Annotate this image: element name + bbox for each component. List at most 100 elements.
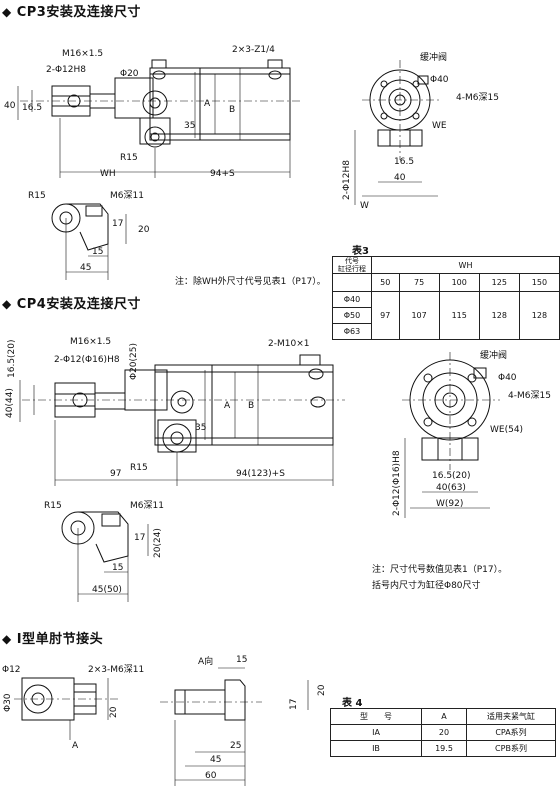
cp4-m16-label: M16×1.5	[70, 337, 111, 347]
cp3-lever-detail	[51, 203, 127, 280]
cp3-phi20-label: Φ20	[120, 69, 139, 79]
cp3-m16-label: M16×1.5	[62, 49, 103, 59]
table3-code-label: 代号	[345, 257, 359, 265]
cp4-lever-20-label: 20(24)	[153, 528, 163, 558]
cp4-lever-r15-label: R15	[44, 501, 62, 511]
cp3-lever-17-label: 17	[112, 219, 123, 229]
cp3-side-view	[354, 60, 440, 205]
diamond-bullet-icon: ◆	[2, 5, 12, 19]
cp4-side-165-label: 16.5(20)	[432, 471, 471, 481]
cp3-d35-label: 35	[184, 121, 195, 131]
cp4-buffer-valve-label: 缓冲阀	[480, 349, 507, 361]
cp3-d40-label: 40	[4, 101, 16, 111]
diamond-bullet-icon: ◆	[2, 632, 12, 646]
cp4-cylinder-body	[154, 364, 334, 446]
cp4-section-title: ◆CP4安装及连接尺寸	[2, 297, 141, 312]
cp4-m10-label: 2-M10×1	[268, 339, 309, 349]
table3-stroke-50: 50	[371, 273, 400, 292]
table3-stroke-150: 150	[518, 273, 560, 292]
cp3-side-40-label: 40	[394, 173, 406, 183]
cp4-front-view	[19, 354, 345, 486]
cp4-lever-15-label: 15	[112, 563, 123, 573]
cp3-r15-label: R15	[120, 153, 138, 163]
cp3-note: 注：除WH外尺寸代号见表1（P17）。	[175, 277, 326, 287]
cp4-note-1: 注：尺寸代号数值见表1（P17）。	[372, 565, 508, 575]
table4: 型 号 A 适用夹紧气缸 IA 20 CPA系列 IB 19.5 CPB系列	[330, 708, 556, 757]
i-phi12-label: Φ12	[2, 665, 21, 675]
table3-stroke-75: 75	[398, 273, 440, 292]
table3-value-50: 97	[371, 291, 400, 340]
i-a-view-label: A向	[198, 655, 213, 667]
cp3-phi40-label: Φ40	[430, 75, 449, 85]
cp3-lever-15-label: 15	[92, 247, 103, 257]
diamond-bullet-icon: ◆	[2, 297, 12, 311]
i-d20-label: 20	[109, 706, 119, 718]
i-type-section-title: ◆I型单肘节接头	[2, 632, 104, 647]
table4-header-model: 型 号	[330, 708, 422, 725]
i-type-joint-drawing	[14, 667, 309, 786]
i-d15-label: 15	[236, 655, 247, 665]
cp4-stroke-label: 94(123)+S	[236, 469, 285, 479]
cp3-cylinder-body	[149, 67, 291, 141]
table4-row1-a: 20	[421, 724, 467, 741]
table3: 代号 缸径行程 WH 50 75 100 125 150 Φ40 97 107 …	[332, 256, 560, 340]
cp3-side-w-label: W	[360, 201, 369, 211]
table3-value-125: 128	[478, 291, 520, 340]
i-d60-label: 60	[205, 771, 217, 781]
i-d20b-label: 20	[317, 684, 327, 696]
cp4-note-2: 括号内尺寸为缸径Φ80尺寸	[372, 581, 481, 591]
cp3-phi12h8-label: 2-Φ12H8	[46, 65, 86, 75]
cp4-lever-17-label: 17	[134, 533, 145, 543]
cp4-we-label: WE(54)	[490, 425, 523, 435]
i-d45-label: 45	[210, 755, 221, 765]
cp3-lever-r15-label: R15	[28, 191, 46, 201]
cp4-phi20-label: Φ20(25)	[129, 343, 139, 380]
cp3-front-view	[17, 59, 300, 178]
cp3-wh-label: WH	[100, 169, 116, 179]
i-d25-label: 25	[230, 741, 241, 751]
cp3-m6-label: 4-M6深15	[456, 92, 499, 103]
cp4-d40-label: 40(44)	[5, 388, 15, 418]
cp3-buffer-valve-label: 缓冲阀	[420, 51, 447, 63]
cp4-lever-detail	[61, 511, 149, 602]
table4-header-cylinder: 适用夹紧气缸	[466, 708, 556, 725]
cp3-lever-20-label: 20	[138, 225, 150, 235]
table4-row2-model: IB	[330, 740, 422, 757]
cp4-side-40-label: 40(63)	[436, 483, 466, 493]
cp4-phi12-label: 2-Φ12(Φ16)H8	[54, 355, 120, 365]
table3-corner-cell: 代号 缸径行程	[332, 256, 372, 274]
table4-row1-cylinder: CPA系列	[466, 724, 556, 741]
table4-row1-model: IA	[330, 724, 422, 741]
table3-bore-40: Φ40	[332, 291, 372, 308]
table3-value-75: 107	[398, 291, 440, 340]
table3-stroke-125: 125	[478, 273, 520, 292]
table4-row2-cylinder: CPB系列	[466, 740, 556, 757]
table4-caption: 表 4	[342, 698, 363, 709]
i-m6-label: 2×3-M6深11	[88, 664, 144, 675]
table4-header-a: A	[421, 708, 467, 725]
cp4-side-h8-label: 2-Φ12(Φ16)H8	[392, 450, 402, 516]
cp3-stroke-label: 94+S	[210, 169, 235, 179]
table3-wh-header: WH	[371, 256, 560, 274]
cp4-phi40-label: Φ40	[498, 373, 517, 383]
cp3-lever-m6-label: M6深11	[110, 190, 144, 201]
cp4-d97-label: 97	[110, 469, 121, 479]
i-d17-label: 17	[289, 699, 299, 710]
table3-stroke-label: 行程	[352, 265, 366, 273]
cp4-lever-45-label: 45(50)	[92, 585, 122, 595]
cp4-side-view	[402, 352, 500, 518]
table3-value-100: 115	[438, 291, 480, 340]
table3-caption: 表3	[352, 246, 369, 257]
cp3-thread-label: 2×3-Z1/4	[232, 45, 275, 55]
table3-stroke-100: 100	[438, 273, 480, 292]
cp3-side-h8-label: 2-Φ12H8	[342, 160, 352, 200]
i-a-label: A	[72, 741, 79, 751]
cp3-side-165-label: 16.5	[394, 157, 414, 167]
cp3-section-title: ◆CP3安装及连接尺寸	[2, 5, 141, 20]
table3-bore-50: Φ50	[332, 307, 372, 324]
cp4-b-label: B	[248, 401, 254, 411]
i-phi30-label: Φ30	[3, 693, 13, 712]
table3-bore-63: Φ63	[332, 323, 372, 340]
cp3-we-label: WE	[432, 121, 447, 131]
